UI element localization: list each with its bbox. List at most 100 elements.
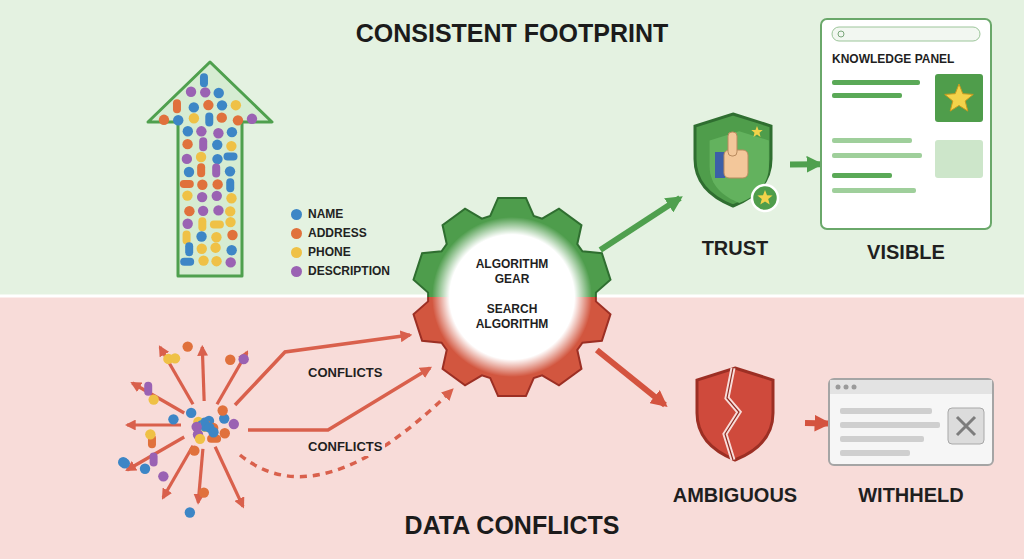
knowledge-panel-window-part — [838, 31, 844, 37]
withheld-window-part — [840, 408, 932, 414]
withheld-window-part — [840, 450, 910, 456]
data-dot — [173, 115, 183, 125]
data-dot — [158, 471, 168, 481]
data-dot — [217, 100, 227, 110]
label-wrap: CONFLICTS — [305, 438, 385, 456]
legend-label: DESCRIPTION — [308, 264, 390, 279]
data-dot — [227, 127, 237, 137]
legend-swatch — [291, 228, 302, 239]
data-dot — [159, 115, 169, 125]
data-dot — [211, 256, 221, 266]
withheld-window-part — [830, 380, 992, 394]
scatter-arrow — [202, 347, 204, 401]
trust-shield-icon-part — [757, 190, 772, 205]
broken-shield-icon-part — [725, 368, 739, 460]
algorithm-gear: ALGORITHM GEARSEARCH ALGORITHM — [410, 195, 614, 399]
trust-shield: TRUST — [680, 110, 790, 270]
data-dot — [247, 114, 257, 124]
data-dot — [148, 394, 158, 404]
gear-bottom — [414, 297, 611, 396]
data-pill — [185, 242, 193, 256]
scatter-arrow — [215, 447, 243, 507]
data-dot — [203, 100, 213, 110]
data-dot — [198, 255, 208, 265]
scattered-dots — [118, 341, 249, 517]
data-dot — [170, 353, 180, 363]
knowledge-panel-window-part — [935, 74, 983, 122]
knowledge-panel-window-part — [832, 138, 912, 143]
knowledge-panel-window — [820, 18, 992, 230]
label-wrap: CONFLICTS — [305, 364, 385, 382]
data-dot — [199, 487, 209, 497]
knowledge-panel-window-part — [935, 140, 983, 178]
data-dot — [225, 166, 235, 176]
broken-shield-icon-part — [697, 368, 773, 460]
data-dot — [213, 205, 223, 215]
up-arrow — [148, 62, 272, 276]
data-dot — [225, 206, 235, 216]
data-pill — [205, 112, 213, 126]
data-pill — [212, 163, 220, 177]
data-dot — [231, 100, 241, 110]
knowledge-panel-window-part — [832, 80, 920, 85]
conflict-arrows — [235, 335, 452, 477]
data-dot — [185, 507, 195, 517]
legend: NAMEADDRESSPHONEDESCRIPTION — [291, 205, 390, 281]
data-dot — [182, 341, 192, 351]
data-dot — [191, 422, 201, 432]
data-dot — [225, 217, 235, 227]
trust-shield-icon — [687, 110, 783, 220]
knowledge-panel-window-part — [832, 153, 922, 158]
data-dot — [145, 429, 155, 439]
withheld-window-part — [948, 408, 984, 444]
knowledge-panel-window-part — [832, 93, 902, 98]
broken-shield-icon — [689, 360, 781, 470]
conflict-arrow-dashed — [240, 390, 452, 477]
withheld-window-part — [844, 385, 849, 390]
data-dot — [182, 154, 192, 164]
title-wrap: CONSISTENT FOOTPRINT — [0, 18, 1024, 48]
trust-shield-icon-part — [752, 185, 778, 211]
data-pill — [180, 180, 194, 188]
legend-swatch — [291, 247, 302, 258]
knowledge-panel-window-part — [832, 188, 916, 193]
caption-wrap: DATA CONFLICTS — [0, 510, 1024, 540]
data-dot — [212, 140, 222, 150]
node-label: KNOWLEDGE PANEL — [832, 52, 954, 67]
data-pill — [224, 153, 238, 161]
data-dot — [208, 427, 218, 437]
data-pill — [180, 258, 194, 266]
data-dot — [200, 87, 210, 97]
node-label: TRUST — [702, 236, 769, 260]
data-dot — [189, 445, 199, 455]
data-dot — [184, 206, 194, 216]
node-sublabel: SEARCH ALGORITHM — [462, 302, 562, 332]
withheld-window-part — [957, 417, 975, 435]
trust-shield-icon-part — [751, 126, 762, 137]
data-dot — [238, 354, 248, 364]
legend-label: ADDRESS — [308, 226, 367, 241]
data-dot — [186, 408, 196, 418]
data-dot — [213, 128, 223, 138]
data-dot — [189, 113, 199, 123]
withheld-window — [828, 378, 994, 466]
withheld-window-part — [852, 385, 857, 390]
data-dot — [217, 405, 227, 415]
data-dot — [184, 167, 194, 177]
data-dot — [197, 192, 207, 202]
ambiguous-shield: AMBIGUOUS — [665, 360, 805, 510]
data-dot — [197, 244, 207, 254]
data-pill — [173, 99, 181, 113]
data-dot — [229, 419, 239, 429]
withheld-window-part — [840, 422, 940, 428]
data-dot — [225, 355, 235, 365]
data-dot — [211, 232, 221, 242]
data-dot — [168, 414, 178, 424]
data-dot — [140, 464, 150, 474]
legend-swatch — [291, 209, 302, 220]
data-dot — [183, 126, 193, 136]
legend-label: NAME — [308, 207, 343, 222]
data-dot — [182, 219, 192, 229]
legend-row: DESCRIPTION — [291, 262, 390, 281]
